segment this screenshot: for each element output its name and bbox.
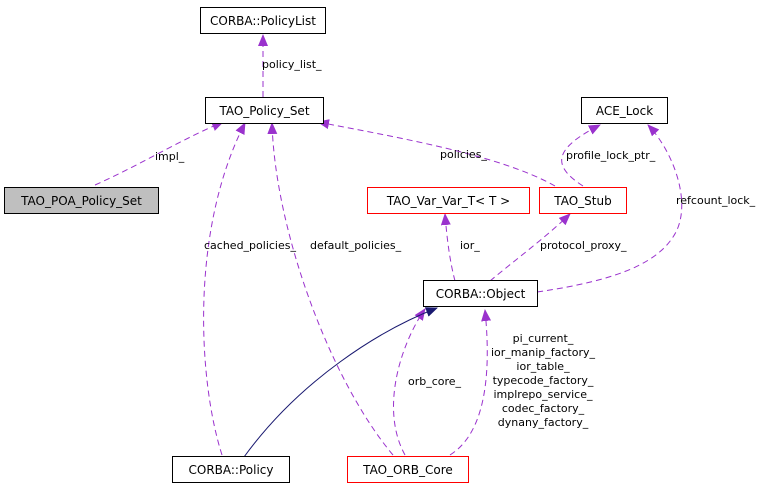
edge-profile-lock-ptr: [561, 124, 601, 187]
edge-core-members: [449, 309, 492, 456]
node-ace-lock[interactable]: ACE_Lock: [581, 97, 668, 124]
label-policy-list: policy_list_: [262, 58, 322, 71]
edge-refcount-lock: [536, 124, 683, 293]
label-refcount-lock: refcount_lock_: [676, 194, 756, 207]
label-cached-policies: cached_policies_: [204, 239, 296, 252]
label-core-member: implrepo_service_: [494, 388, 593, 401]
node-tao-poa-policy-set[interactable]: TAO_POA_Policy_Set: [4, 187, 159, 214]
label-core-member: dynany_factory_: [498, 416, 589, 429]
label-orb-core: orb_core_: [408, 375, 462, 388]
label-default-policies: default_policies_: [310, 239, 402, 252]
label-core-member: ior_table_: [516, 360, 570, 373]
edge-policies: [317, 119, 556, 187]
edge-default-policies: [267, 122, 394, 456]
label-core-member: pi_current_: [513, 332, 574, 345]
node-corba-object[interactable]: CORBA::Object: [423, 280, 538, 307]
node-tao-stub[interactable]: TAO_Stub: [539, 187, 627, 214]
label-impl: impl_: [155, 150, 185, 163]
node-corba-policylist[interactable]: CORBA::PolicyList: [200, 7, 326, 34]
edge-inheritance-policy-object: [243, 307, 438, 458]
edge-protocol-proxy: [489, 213, 571, 282]
node-tao-policy-set[interactable]: TAO_Policy_Set: [205, 97, 324, 124]
edge-ior: [440, 213, 456, 282]
node-corba-policy[interactable]: CORBA::Policy: [172, 456, 290, 483]
label-core-member: codec_factory_: [502, 402, 585, 415]
label-policies: policies_: [440, 148, 487, 161]
edge-cached-policies: [203, 122, 246, 456]
label-protocol-proxy: protocol_proxy_: [540, 239, 627, 252]
label-profile-lock-ptr: profile_lock_ptr_: [566, 149, 656, 162]
node-tao-orb-core[interactable]: TAO_ORB_Core: [347, 456, 469, 483]
node-tao-var-var-t[interactable]: TAO_Var_Var_T< T >: [367, 187, 530, 214]
edge-impl: [94, 121, 224, 186]
label-core-member: ior_manip_factory_: [491, 346, 596, 359]
label-core-member: typecode_factory_: [493, 374, 594, 387]
label-ior: ior_: [460, 239, 480, 252]
